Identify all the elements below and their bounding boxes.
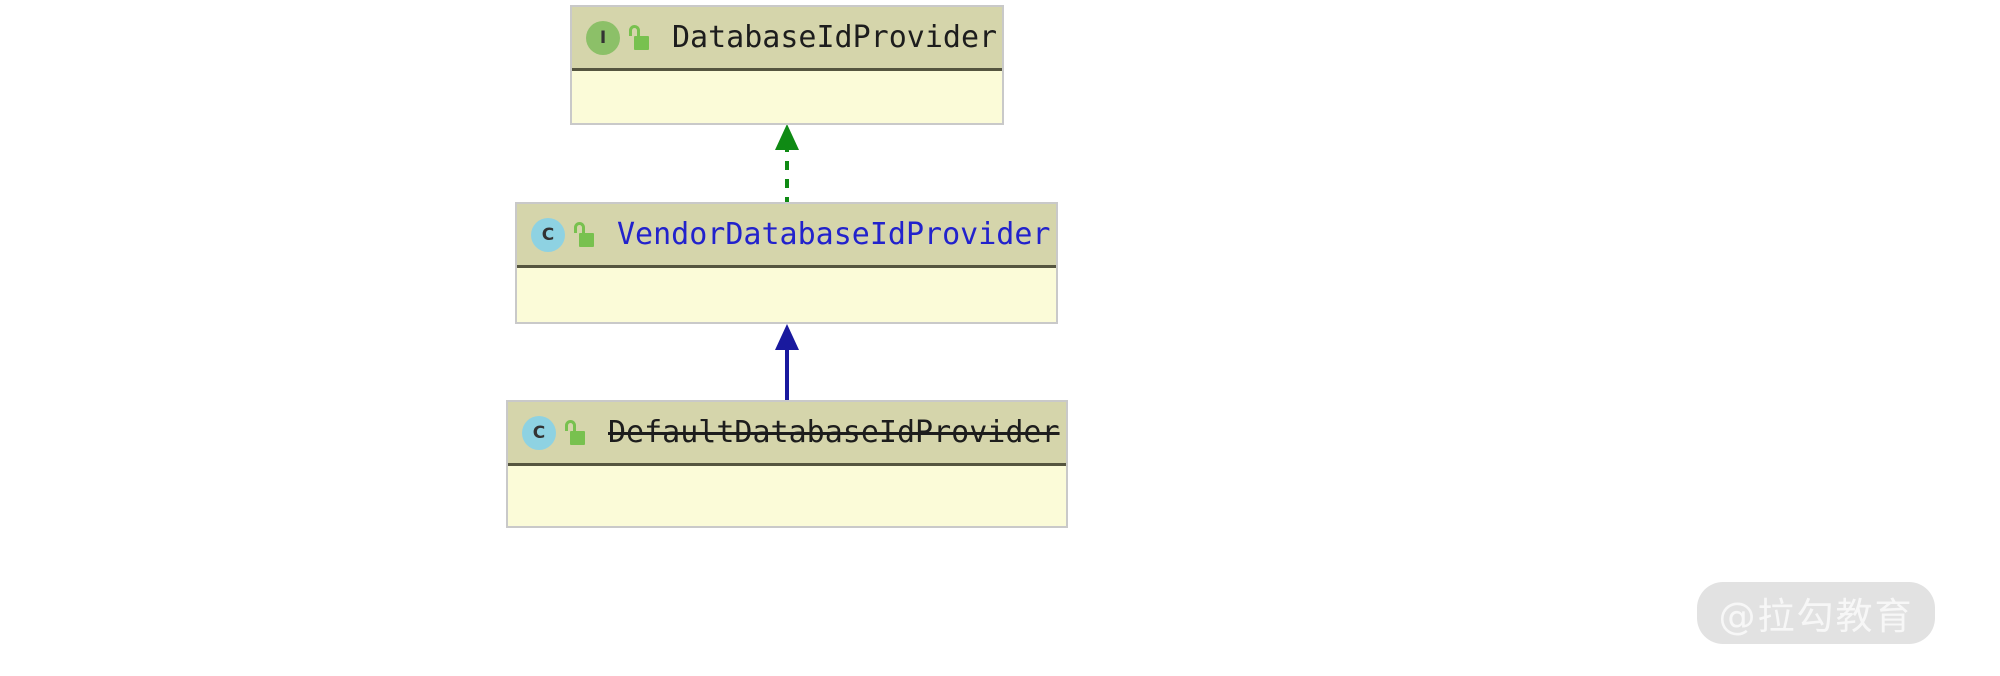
interface-stereotype-icon: I [586,20,620,55]
uml-node-header: I DatabaseIdProvider [572,7,1002,71]
watermark: @拉勾教育 [1697,582,1935,644]
uml-node-title: VendorDatabaseIdProvider [617,216,1051,252]
uml-node-members-compartment [508,466,1066,526]
uml-node-title: DefaultDatabaseIdProvider [608,414,1060,450]
uml-node-title: DatabaseIdProvider [672,19,998,55]
unlocked-padlock-icon [626,24,650,51]
unlocked-padlock-icon [571,221,595,248]
uml-class-node-vendor-database-id-provider[interactable]: C VendorDatabaseIdProvider [515,202,1058,324]
uml-node-header: C VendorDatabaseIdProvider [517,204,1056,268]
class-stereotype-icon: C [531,217,565,252]
unlocked-padlock-icon [562,419,586,446]
uml-node-header: C DefaultDatabaseIdProvider [508,402,1066,466]
uml-node-members-compartment [572,71,1002,123]
uml-node-members-compartment [517,268,1056,322]
uml-class-node-default-database-id-provider[interactable]: C DefaultDatabaseIdProvider [506,400,1068,528]
class-stereotype-icon: C [522,415,556,450]
uml-class-node-database-id-provider[interactable]: I DatabaseIdProvider [570,5,1004,125]
